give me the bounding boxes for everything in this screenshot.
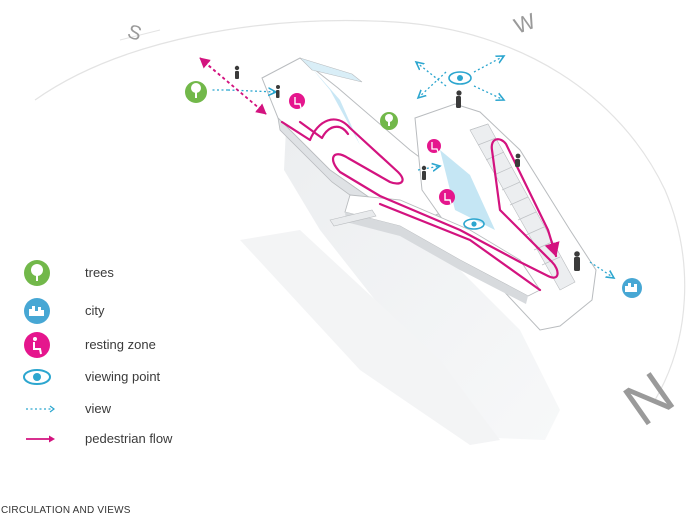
city-icon bbox=[24, 298, 50, 324]
legend-item-viewing-point: viewing point bbox=[22, 362, 222, 392]
legend-label: trees bbox=[85, 265, 114, 280]
compass-ring bbox=[34, 20, 686, 401]
compass-west-label: W bbox=[511, 8, 539, 39]
resting-person-icon bbox=[24, 332, 50, 358]
person-silhouette bbox=[234, 65, 580, 271]
legend-item-city: city bbox=[22, 296, 222, 326]
eye-icon bbox=[448, 71, 472, 85]
compass-south-label: S bbox=[125, 21, 144, 46]
city-icon bbox=[622, 278, 642, 298]
compass-north-label: N bbox=[612, 359, 686, 439]
dotted-arrow-icon bbox=[26, 405, 55, 413]
resting-person-icon bbox=[439, 189, 455, 205]
lower-bridge bbox=[329, 194, 541, 304]
legend-label: pedestrian flow bbox=[85, 431, 173, 446]
eye-icon bbox=[463, 218, 485, 230]
legend-item-pedestrian-flow: pedestrian flow bbox=[22, 424, 222, 454]
tree-icon bbox=[24, 260, 50, 286]
legend-label: viewing point bbox=[85, 369, 161, 384]
legend-item-view: view bbox=[22, 394, 222, 424]
view-arrows bbox=[210, 56, 614, 278]
flow-direction-dashed bbox=[199, 57, 267, 115]
legend-label: view bbox=[85, 401, 112, 416]
resting-person-icon bbox=[289, 93, 305, 109]
solid-arrow-icon bbox=[26, 435, 55, 443]
legend-item-resting-zone: resting zone bbox=[22, 330, 222, 360]
resting-person-icon bbox=[427, 139, 441, 153]
diagram-caption: CIRCULATION AND VIEWS bbox=[1, 505, 131, 516]
legend-item-trees: trees bbox=[22, 258, 222, 288]
tree-icon bbox=[185, 81, 207, 103]
pedestrian-flow-path bbox=[280, 118, 560, 292]
eye-icon bbox=[23, 369, 51, 385]
legend-label: resting zone bbox=[85, 337, 156, 352]
tree-icon bbox=[380, 112, 398, 130]
legend-label: city bbox=[85, 303, 105, 318]
